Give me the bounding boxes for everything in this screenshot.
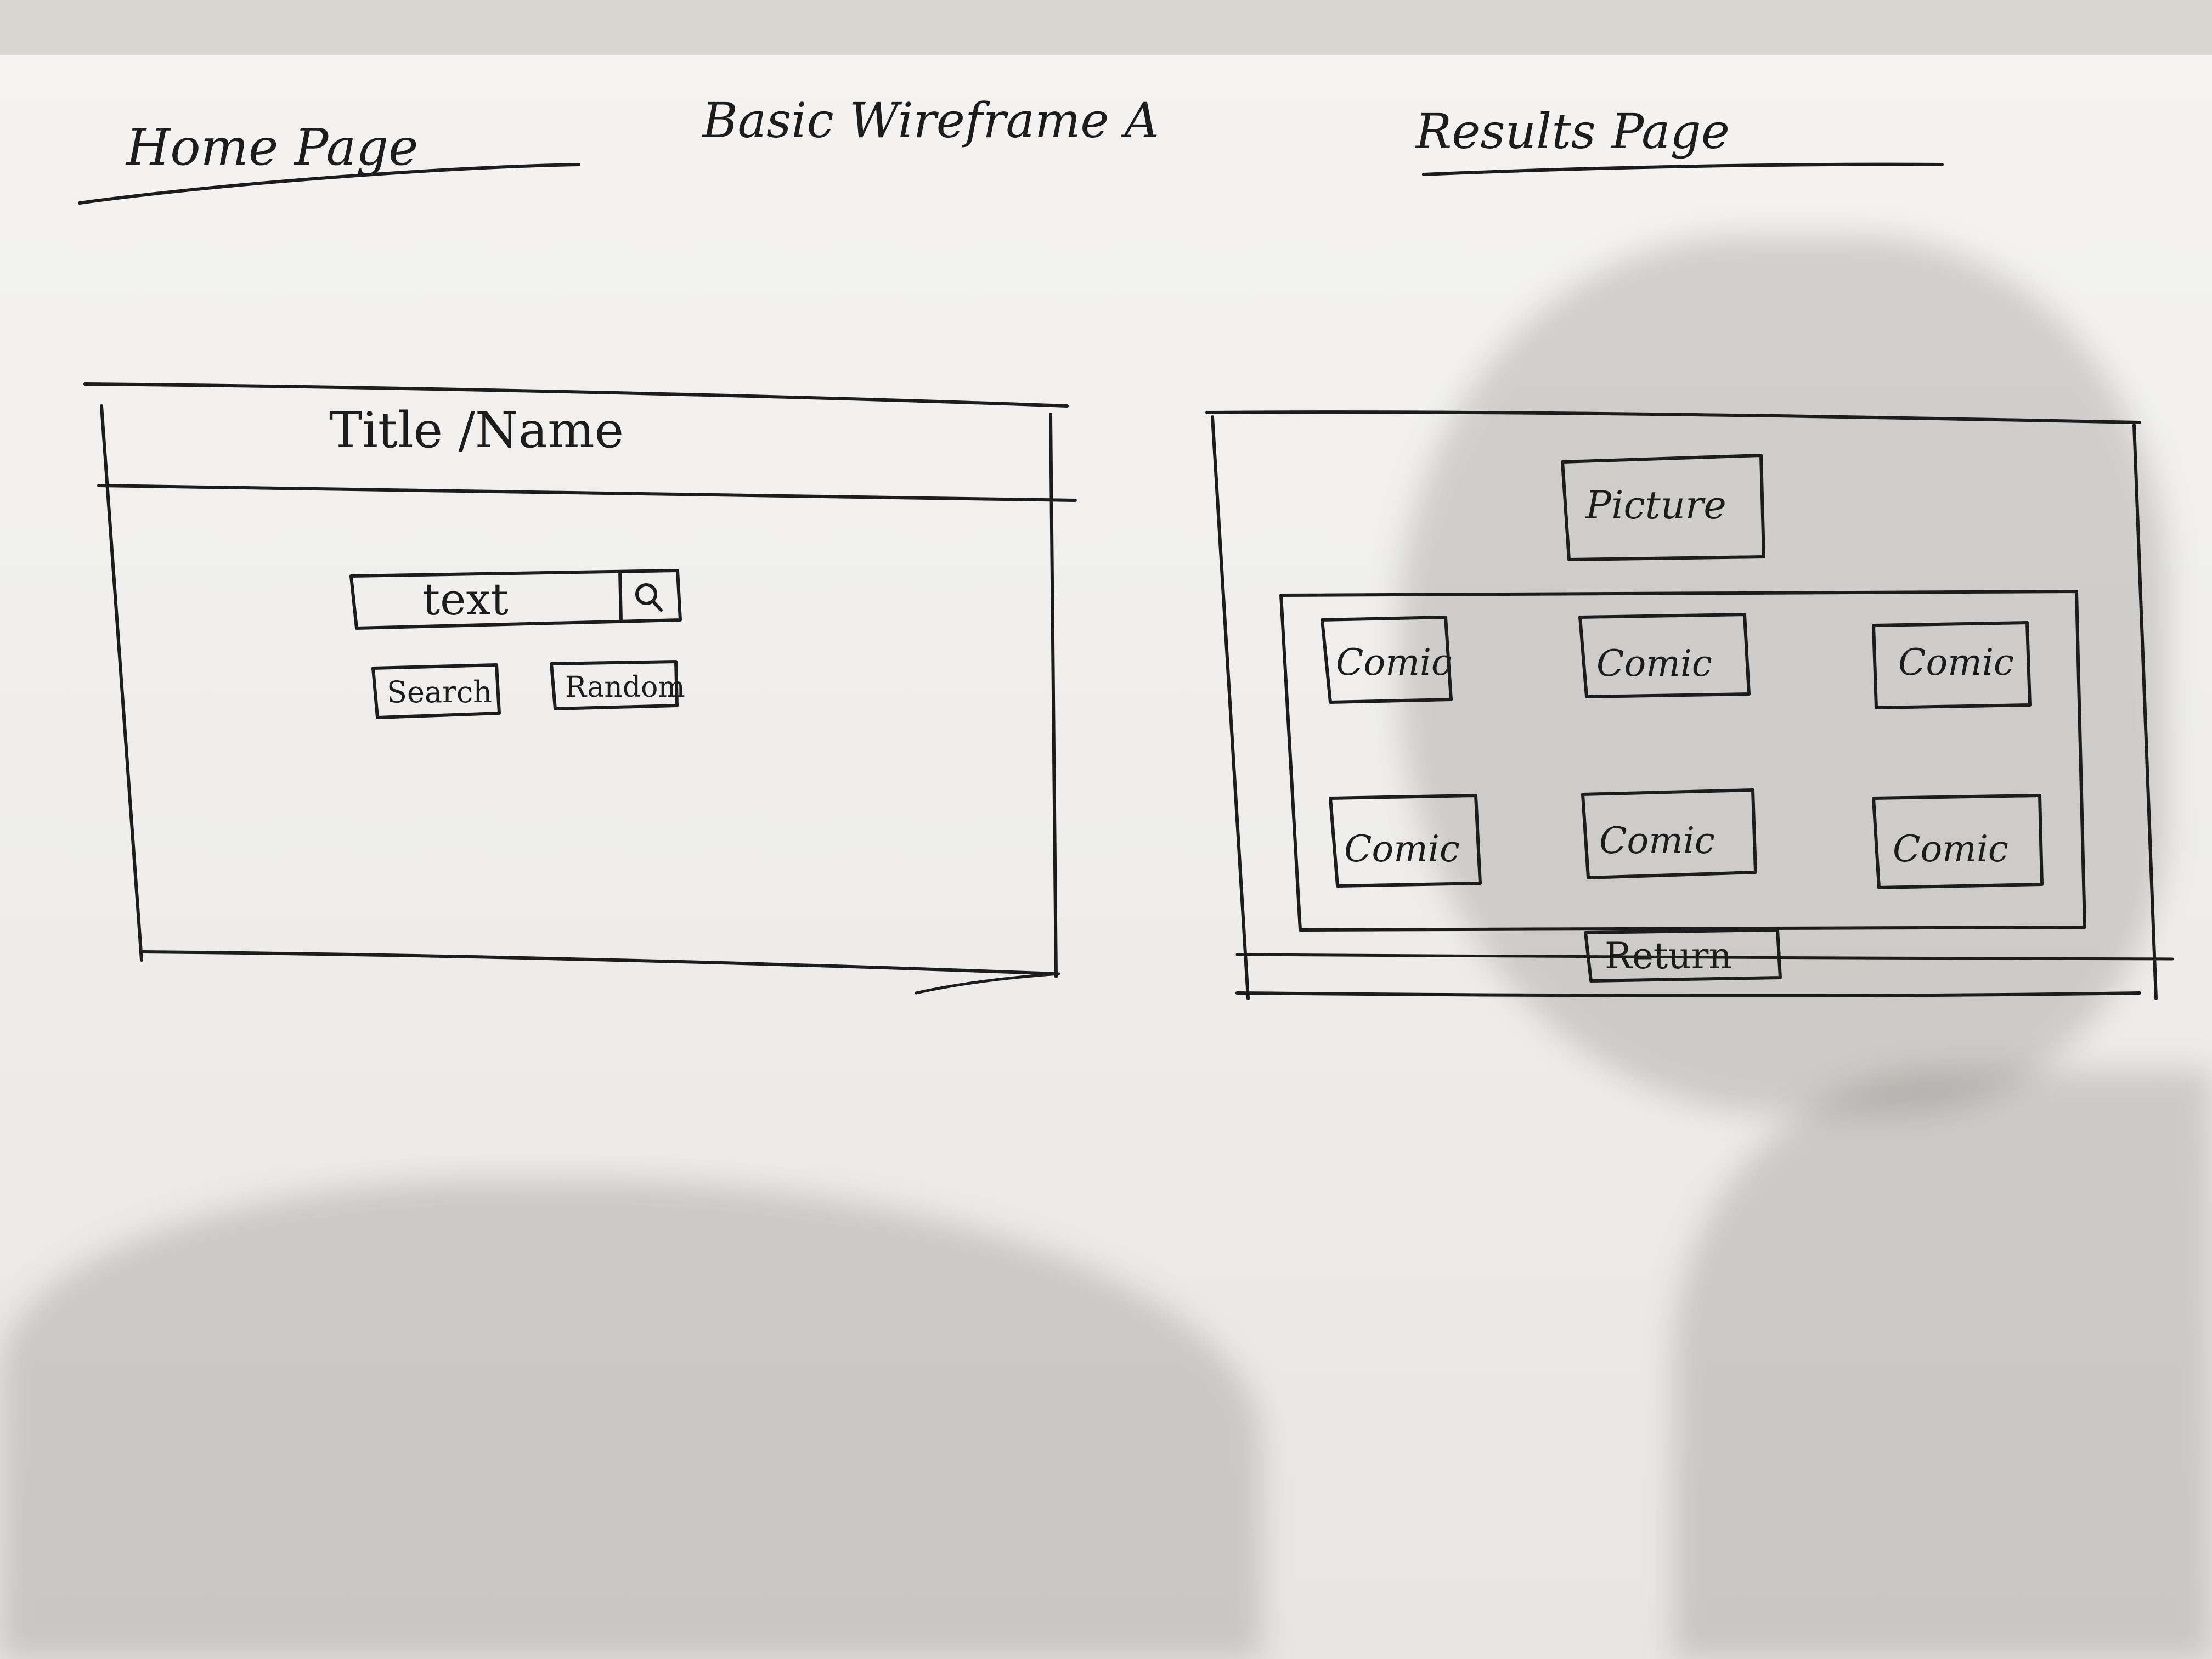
home-random-button[interactable]: Random bbox=[550, 660, 685, 710]
comic-card[interactable]: Comic bbox=[1581, 788, 1757, 879]
home-frame-bottom bbox=[140, 950, 1058, 975]
comic-card-label: Comic bbox=[1596, 642, 1712, 685]
home-frame-left bbox=[100, 404, 143, 962]
home-header-divider bbox=[97, 484, 1077, 502]
home-search-button[interactable]: Search bbox=[371, 663, 501, 719]
home-frame-right bbox=[1049, 413, 1058, 978]
home-search-button-label: Search bbox=[387, 675, 492, 709]
home-heading-underline bbox=[78, 163, 580, 205]
results-frame-left bbox=[1211, 415, 1250, 1000]
results-page-wireframe: Picture Comic Comic Comic Comic Comic Co… bbox=[1205, 410, 2174, 1000]
comic-card[interactable]: Comic bbox=[1872, 794, 2044, 889]
home-search-divider bbox=[618, 570, 623, 623]
comic-card-label: Comic bbox=[1898, 641, 2014, 684]
comic-card[interactable]: Comic bbox=[1321, 616, 1453, 704]
home-search-input[interactable]: text bbox=[349, 569, 682, 630]
paper-sheet bbox=[0, 55, 2212, 1659]
results-frame-right bbox=[2132, 424, 2158, 1000]
home-random-button-label: Random bbox=[565, 671, 685, 704]
comic-card[interactable]: Comic bbox=[1329, 794, 1482, 888]
comic-card-label: Comic bbox=[1893, 828, 2008, 870]
comic-card-label: Comic bbox=[1344, 828, 1460, 870]
home-page-wireframe: Title /Name text Search Random bbox=[83, 382, 1077, 995]
results-footer-line bbox=[1235, 953, 2174, 961]
comic-card[interactable]: Comic bbox=[1872, 621, 2032, 709]
results-frame-bottom bbox=[1235, 991, 2141, 997]
home-frame-top bbox=[83, 382, 1069, 408]
comic-card[interactable]: Comic bbox=[1578, 613, 1751, 698]
magnifier-icon[interactable] bbox=[635, 583, 663, 612]
results-picture: Picture bbox=[1561, 454, 1765, 561]
wireframe-heading: Basic Wireframe A bbox=[701, 92, 1159, 149]
results-frame-top bbox=[1205, 410, 2141, 424]
comic-card-label: Comic bbox=[1336, 641, 1452, 684]
home-frame-corner-stroke bbox=[915, 972, 1060, 995]
results-heading-underline bbox=[1422, 162, 1944, 176]
results-picture-label: Picture bbox=[1584, 483, 1726, 528]
results-comics-container bbox=[1279, 590, 2086, 932]
results-page-heading: Results Page bbox=[1414, 103, 1730, 160]
home-search-input-text: text bbox=[422, 574, 509, 625]
home-title: Title /Name bbox=[329, 402, 624, 459]
comic-card-label: Comic bbox=[1599, 820, 1715, 862]
home-page-heading: Home Page bbox=[125, 118, 419, 177]
